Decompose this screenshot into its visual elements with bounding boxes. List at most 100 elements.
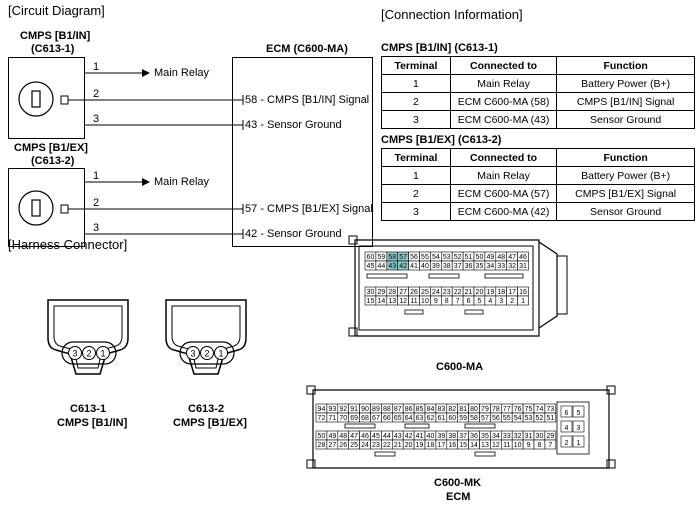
- ma-pin-11-number: 11: [410, 298, 417, 305]
- mk-pin-94-number: 94: [318, 406, 326, 413]
- ma-pin-52-number: 52: [454, 254, 462, 261]
- ma-pin-9-number: 9: [434, 298, 438, 305]
- ma-pin-21-number: 21: [465, 289, 473, 296]
- header-connected-to: Connected to: [449, 56, 558, 75]
- table-row: 2 ECM C600-MA (58) CMPS [B1/IN] Signal: [381, 92, 695, 111]
- c600-ma-label: C600-MA: [436, 361, 484, 373]
- sensor1-terminal-icon: [60, 95, 69, 105]
- conn1-name: CMPS [B1/IN]: [20, 30, 91, 42]
- c613-2-name: CMPS [B1/EX]: [173, 417, 247, 429]
- mk-pin-14-number: 14: [470, 442, 478, 449]
- ecm-terminal-42-label: - Sensor Ground: [260, 228, 342, 240]
- ma-pin-45-number: 45: [367, 263, 375, 270]
- conn1-id: (C613-1): [31, 43, 75, 55]
- main-relay-arrow-icon: [142, 69, 150, 77]
- ecm-terminal-58: 58 - CMPS [B1/IN] Signal: [245, 94, 369, 106]
- mk-side-pin-1-number: 1: [577, 440, 581, 447]
- header-connected-to: Connected to: [449, 148, 558, 167]
- mk-pin-34-number: 34: [492, 433, 500, 440]
- ma-pin-59-number: 59: [377, 254, 385, 261]
- cell-function: CMPS [B1/EX] Signal: [556, 184, 695, 203]
- mk-pin-71-number: 71: [328, 415, 336, 422]
- mk-pin-47-number: 47: [350, 433, 358, 440]
- table-row: 2 ECM C600-MA (57) CMPS [B1/EX] Signal: [381, 184, 695, 203]
- mk-pin-59-number: 59: [459, 415, 467, 422]
- mk-pin-33-number: 33: [503, 433, 511, 440]
- ma-pin-8-number: 8: [445, 298, 449, 305]
- sensor1-coil-icon: [18, 81, 54, 117]
- ma-pin-41-number: 41: [410, 263, 418, 270]
- key-slot: [404, 309, 424, 315]
- ecm-terminal-57: 57 - CMPS [B1/EX] Signal: [245, 203, 373, 215]
- key-slot: [374, 451, 396, 457]
- mk-pin-40-number: 40: [427, 433, 435, 440]
- mk-pin-93-number: 93: [328, 406, 336, 413]
- ma-pin-58-number: 58: [388, 254, 396, 261]
- ma-pin-49-number: 49: [486, 254, 494, 261]
- plug-pin-1: [214, 346, 228, 360]
- mk-pin-24-number: 24: [361, 442, 369, 449]
- ma-pin-28-number: 28: [388, 289, 396, 296]
- mk-pin-23-number: 23: [372, 442, 380, 449]
- cell-function: Battery Power (B+): [556, 74, 695, 93]
- ma-pin-37-number: 37: [454, 263, 462, 270]
- table-row: 3 ECM C600-MA (42) Sensor Ground: [381, 202, 695, 221]
- circuit-diagram-title: [Circuit Diagram]: [8, 3, 105, 18]
- header-function: Function: [556, 148, 695, 167]
- mk-pin-35-number: 35: [481, 433, 489, 440]
- ma-pin-10-number: 10: [421, 298, 429, 305]
- mk-pin-27-number: 27: [328, 442, 336, 449]
- mk-pin-65-number: 65: [394, 415, 402, 422]
- sensor2-magnet-icon: [31, 199, 41, 217]
- ma-pin-2-number: 2: [510, 298, 514, 305]
- mk-pin-13-number: 13: [481, 442, 489, 449]
- key-slot: [474, 451, 496, 457]
- mk-pin-51-number: 51: [546, 415, 554, 422]
- key-slot: [404, 423, 430, 429]
- mk-pin-58-number: 58: [470, 415, 478, 422]
- mk-pin-63-number: 63: [416, 415, 424, 422]
- conn2-name: CMPS [B1/EX]: [14, 142, 88, 154]
- ma-pin-17-number: 17: [508, 289, 516, 296]
- table-row: 1 Main Relay Battery Power (B+): [381, 74, 695, 93]
- ecm-terminal-43-number: 43: [245, 119, 258, 131]
- mk-pin-9-number: 9: [527, 442, 531, 449]
- mk-pin-84-number: 84: [427, 406, 435, 413]
- mk-side-block: [556, 401, 590, 455]
- ma-pin-34-number: 34: [486, 263, 494, 270]
- mk-pin-8-number: 8: [537, 442, 541, 449]
- ma-pin-20-number: 20: [476, 289, 484, 296]
- mk-pin-48-number: 48: [339, 433, 347, 440]
- mk-pin-74-number: 74: [536, 406, 544, 413]
- ma-pin-43-number: 43: [388, 263, 396, 270]
- conn2-id: (C613-2): [31, 155, 75, 167]
- ma-pin-29-number: 29: [377, 289, 385, 296]
- mk-pin-30-number: 30: [536, 433, 544, 440]
- mk-pin-22-number: 22: [383, 442, 391, 449]
- c2-pin-1: 1: [93, 170, 100, 182]
- key-slot: [366, 273, 408, 279]
- mk-pin-51: [544, 412, 557, 423]
- connection-table-2: Terminal Connected to Function 1 Main Re…: [381, 148, 695, 221]
- mk-pin-85-number: 85: [416, 406, 424, 413]
- cell-connected-to: Main Relay: [449, 166, 558, 185]
- header-terminal: Terminal: [381, 56, 451, 75]
- mk-pin-50-number: 50: [318, 433, 326, 440]
- mk-pin-31-number: 31: [525, 433, 533, 440]
- ma-pin-6-number: 6: [467, 298, 471, 305]
- ma-pin-39-number: 39: [432, 263, 440, 270]
- mk-pin-43-number: 43: [394, 433, 402, 440]
- ma-pin-25-number: 25: [421, 289, 429, 296]
- mk-pin-87-number: 87: [394, 406, 402, 413]
- mk-pin-7-number: 7: [548, 442, 552, 449]
- ma-pin-30-number: 30: [367, 289, 375, 296]
- cell-function: Battery Power (B+): [556, 166, 695, 185]
- header-function: Function: [556, 56, 695, 75]
- ma-pin-3-number: 3: [499, 298, 503, 305]
- mk-pin-46-number: 46: [361, 433, 369, 440]
- ma-pin-56-number: 56: [410, 254, 418, 261]
- cell-terminal: 2: [381, 184, 451, 203]
- ecm-terminal-57-label: - CMPS [B1/EX] Signal: [260, 203, 373, 215]
- plug-pin-3: [186, 346, 200, 360]
